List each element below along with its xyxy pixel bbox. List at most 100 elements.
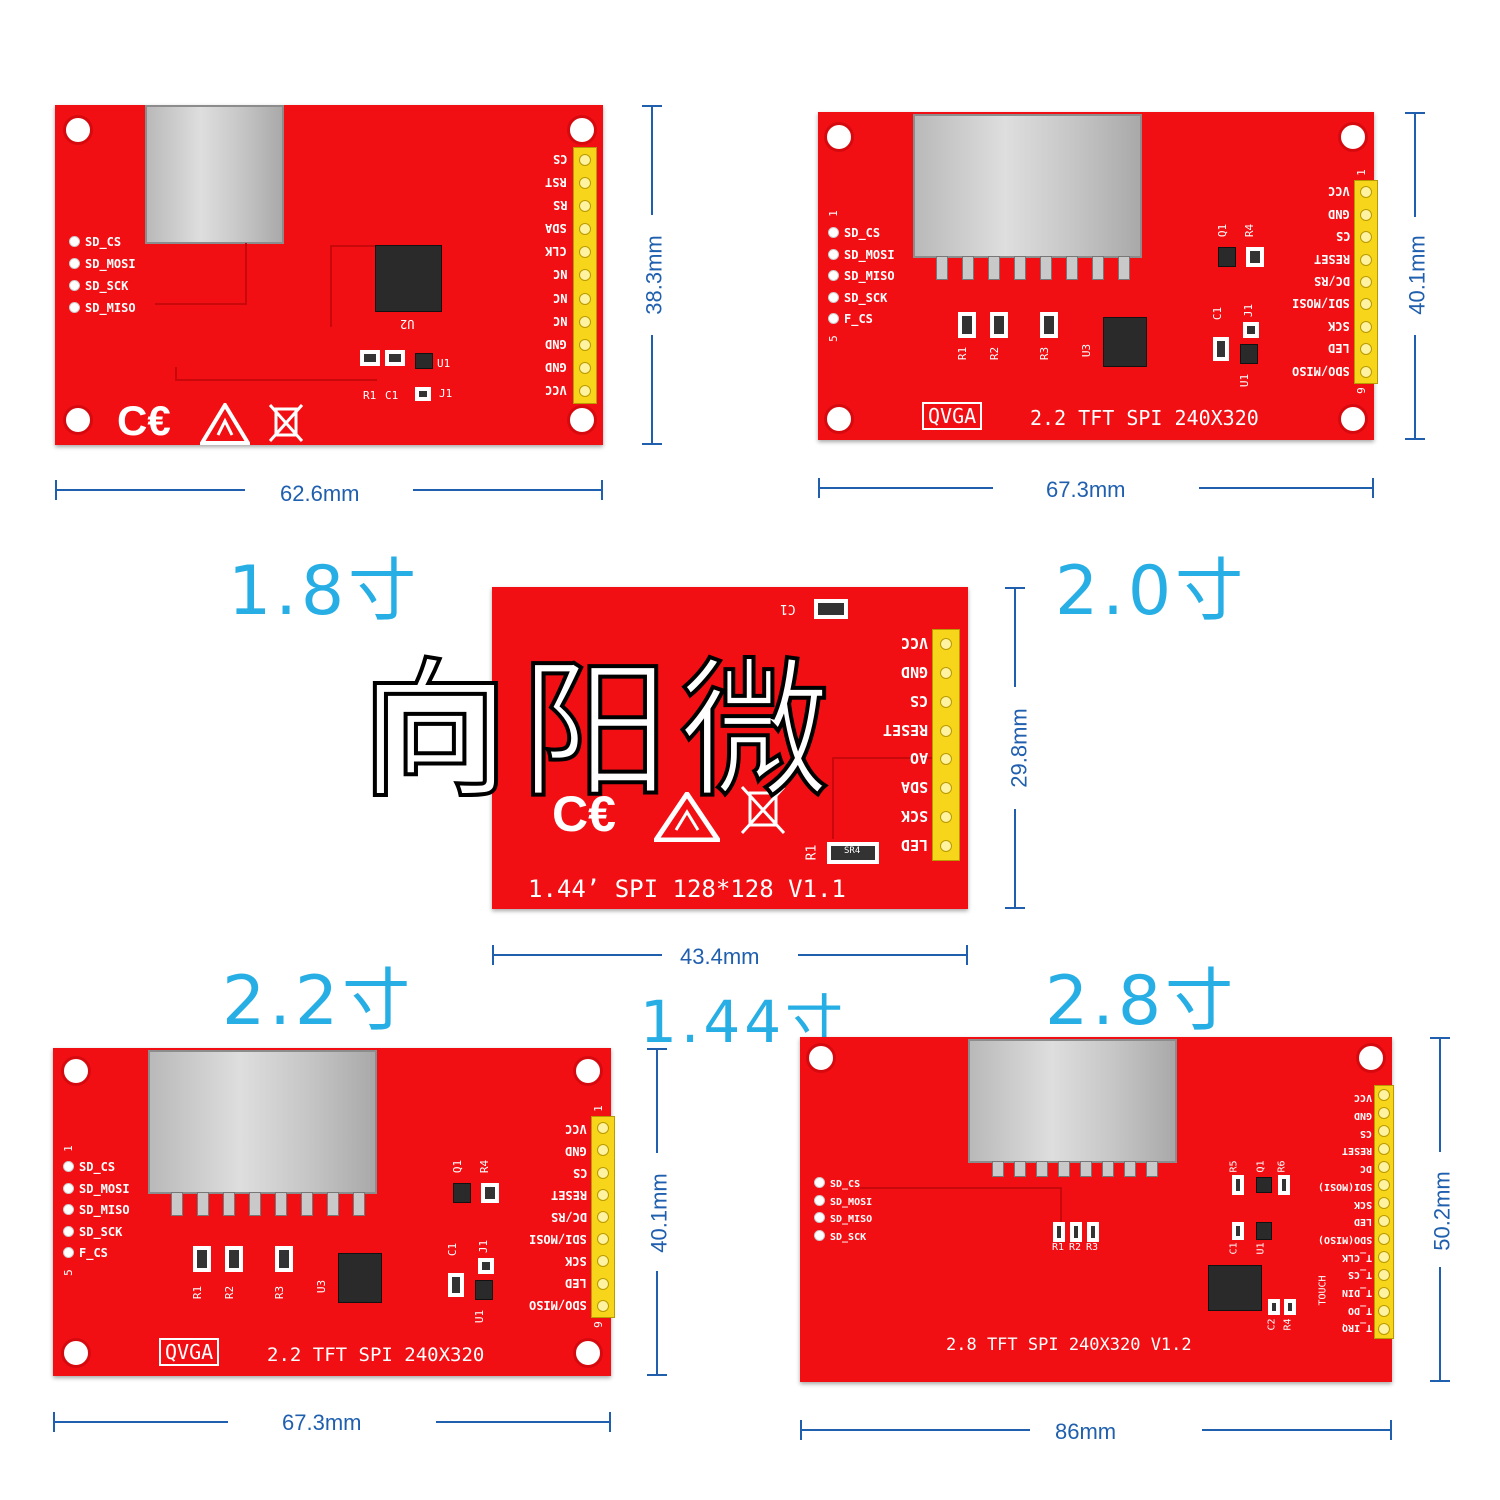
part-label: R3 [1038, 346, 1052, 361]
sd-card-slot [148, 1050, 377, 1194]
resistor-r1 [827, 842, 879, 864]
pcb-trace [175, 367, 377, 381]
size-label-2-2: 2.2寸 [222, 962, 415, 1041]
mount-hole [573, 1056, 603, 1086]
height-dimension-1-8 [642, 105, 662, 445]
part-label: R5 [1228, 1160, 1240, 1173]
jumper-j1 [1243, 322, 1259, 338]
pin-label: LED [1353, 1216, 1372, 1228]
module-1-8-board: U2 R1 C1 U1 J1 SD_CS SD_MOSI SD_SCK SD_M… [55, 105, 603, 445]
mount-hole [1338, 404, 1368, 434]
width-dimension-2-2 [53, 1412, 611, 1432]
width-value: 43.4mm [680, 944, 760, 969]
pin-label: CLK [545, 244, 567, 259]
pin-label: NC [552, 267, 567, 282]
pin-label-column: CS RST RS SDA CLK NC NC NC GND GND VCC [525, 147, 567, 402]
pin-label: AO [909, 749, 928, 768]
mount-hole [1356, 1043, 1386, 1073]
resistor-r2 [225, 1246, 243, 1272]
pin-label: SCK [1328, 318, 1350, 333]
pcb-trace [330, 245, 392, 327]
part-label: R1 [1052, 1242, 1065, 1253]
part-label: SR4 [844, 846, 861, 856]
part-label: C1 [446, 1242, 460, 1257]
sd-pin-label: SD_SCK [63, 1225, 130, 1239]
pin-label: CS [1359, 1127, 1372, 1139]
mount-hole [61, 1056, 91, 1086]
sd-pin-label: SD_CS [828, 226, 895, 240]
part-label: C2 [1266, 1318, 1278, 1331]
pin-label: RST [545, 174, 567, 189]
part-label: R3 [1086, 1242, 1099, 1253]
resistor-r5 [1232, 1175, 1244, 1195]
pin-label: RESET [882, 720, 928, 739]
height-value: 40.1mm [646, 1173, 672, 1253]
resistor-r1 [193, 1246, 211, 1272]
width-value: 67.3mm [1046, 477, 1126, 502]
module-2-2-board: R1 R2 R3 U3 Q1 R4 C1 J1 U1 SD_CS SD_MOSI… [53, 1048, 615, 1376]
resistor-r4 [1246, 247, 1264, 267]
pin-label: LED [565, 1276, 587, 1290]
pin-label: VCC [900, 634, 928, 653]
flash-chip-u3 [1103, 317, 1147, 367]
sd-pin-label: SD_CS [814, 1177, 872, 1190]
pin-label: GND [565, 1144, 587, 1158]
transistor-u1 [1256, 1222, 1272, 1240]
pin-label: SDA [545, 221, 567, 236]
sd-pin-list: SD_CS SD_MOSI SD_MISO SD_SCK [814, 1177, 872, 1243]
mount-hole [806, 1043, 836, 1073]
part-label: R4 [1282, 1318, 1294, 1331]
capacitor-c2 [1268, 1299, 1280, 1315]
sd-pin-label: SD_SCK [69, 279, 136, 293]
capacitor-c1 [1232, 1222, 1244, 1240]
resistor-r3 [1087, 1222, 1099, 1242]
capacitor-c1 [814, 599, 848, 619]
ce-mark-icon: C€ [552, 786, 616, 842]
width-dimension-1-44 [492, 945, 968, 965]
module-2-8-board: R1 R2 R3 R5 Q1 R6 C1 U1 C2 R4 TOUCH SD_C… [800, 1037, 1394, 1382]
part-label: C1 [1211, 306, 1225, 321]
height-dimension-1-44 [1005, 587, 1025, 909]
sd-pin-label: SD_SCK [828, 291, 895, 305]
pin-label-column: VCC GND CS RESET DC SDI(MOSI) SCK LED SD… [1300, 1089, 1372, 1337]
chip-label: U2 [400, 317, 415, 331]
sd-pin-label: F_CS [63, 1246, 130, 1260]
pin-label: CS [1335, 229, 1350, 244]
resistor-r3 [275, 1246, 293, 1272]
watermark-text: 向阳微 [358, 643, 841, 821]
width-dimension-2-8 [800, 1420, 1392, 1440]
weee-bin-icon [740, 785, 786, 835]
sd-pin-label: SD_MISO [814, 1212, 872, 1225]
mount-hole [1338, 122, 1368, 152]
pin-label: SCK [1353, 1198, 1372, 1210]
pin-label: LED [1328, 341, 1350, 356]
mount-hole [567, 405, 597, 435]
part-label: R2 [1069, 1242, 1082, 1253]
pin-header [1354, 180, 1378, 384]
mount-hole [824, 404, 854, 434]
size-label-2-8: 2.8寸 [1045, 962, 1238, 1041]
sd-pin-last-number: 5 [61, 1269, 75, 1276]
part-label: R1 [956, 346, 970, 361]
jumper-j1 [478, 1258, 494, 1274]
height-dimension-2-8 [1430, 1037, 1450, 1382]
pin-label: T_CS [1347, 1269, 1372, 1281]
resistor-r3 [1040, 312, 1058, 338]
part-label: R6 [1276, 1160, 1288, 1173]
touch-controller-chip [1208, 1265, 1262, 1311]
pin-label: CS [909, 691, 928, 710]
flash-chip-u3 [338, 1253, 382, 1303]
sd-pin-label: SD_MISO [828, 269, 895, 283]
transistor-q1 [453, 1183, 471, 1203]
pin-header [591, 1116, 615, 1318]
capacitor-c1 [448, 1273, 464, 1297]
transistor-q1 [1218, 247, 1236, 267]
sd-pin-label: F_CS [828, 312, 895, 326]
sd-pin-list: SD_CS SD_MOSI SD_SCK SD_MISO [69, 235, 136, 315]
pin-header [1374, 1085, 1394, 1339]
part-label: J1 [439, 387, 453, 400]
sd-pin-label: SD_MISO [63, 1203, 130, 1217]
sd-card-slot [913, 114, 1142, 258]
part-label: Q1 [1216, 223, 1230, 238]
resistor-r6 [1278, 1175, 1290, 1195]
